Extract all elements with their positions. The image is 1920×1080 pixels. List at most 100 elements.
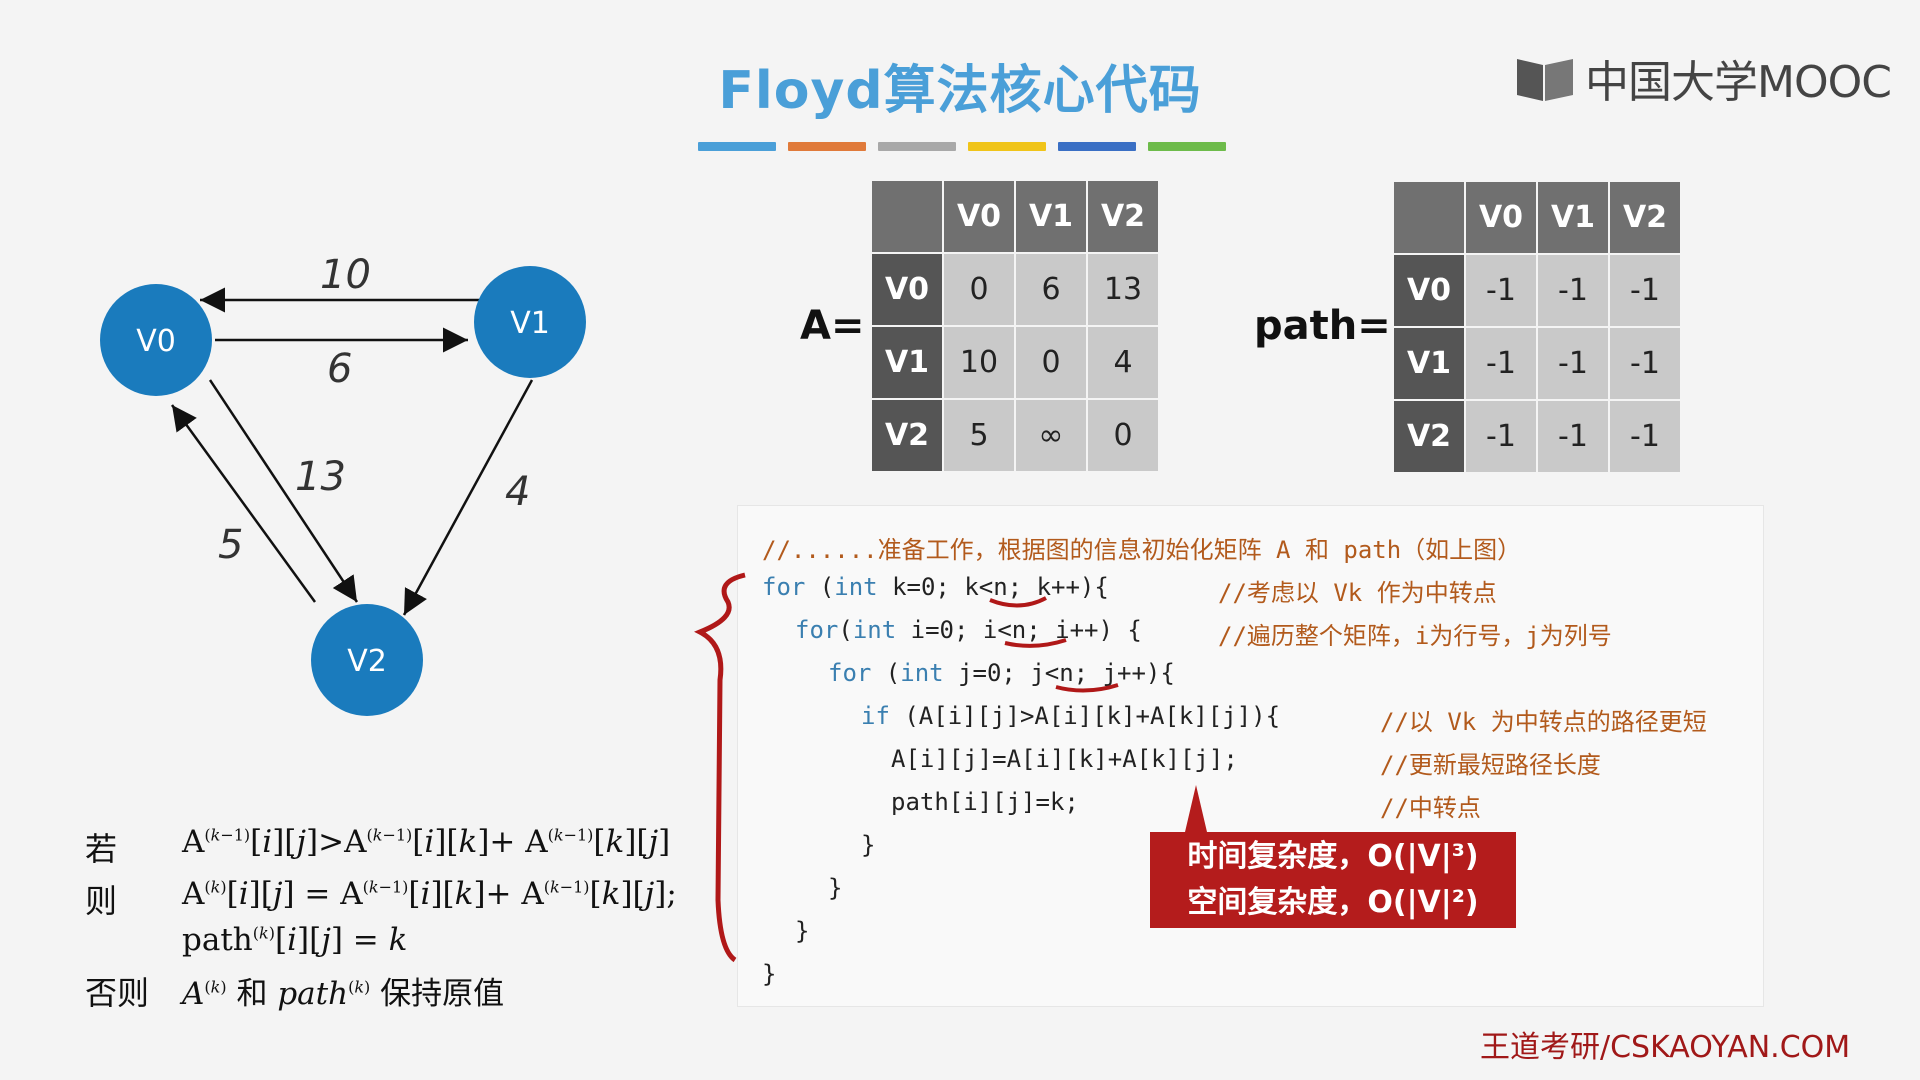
formula-else: A(k) 和 path(k) 保持原值 [182,976,505,1012]
matrix-a-table: V0 V1 V2 V0 0 6 13 V1 10 0 4 V2 5 ∞ 0 [870,179,1160,473]
code-keyword: int [900,659,944,687]
col-header: V2 [1608,180,1682,255]
logo-text: 中国大学MOOC [1585,57,1892,108]
col-header: V0 [1464,180,1538,255]
matrix-cell: -1 [1536,253,1610,328]
code-line-path: path[i][j]=k; [891,788,1079,816]
col-header: V1 [1536,180,1610,255]
row-header: V2 [870,398,944,473]
matrix-cell: 4 [1086,325,1160,400]
code-brace: } [762,960,777,988]
title-color-bar [1058,142,1136,151]
code-brace: } [861,831,876,859]
code-comment: //以 Vk 为中转点的路径更短 [1380,708,1707,736]
matrix-cell: -1 [1464,253,1538,328]
matrix-path-table: V0 V1 V2 V0 -1 -1 -1 V1 -1 -1 -1 V2 -1 -… [1392,180,1682,474]
matrix-cell: -1 [1536,326,1610,401]
node-label: V2 [347,644,387,679]
code-text: ( [805,573,835,601]
title-color-bar [1148,142,1226,151]
code-comment: //中转点 [1380,794,1481,822]
col-header: V0 [942,179,1016,254]
code-line-for-j: for (int j=0; j<n; j++){ [828,659,1175,687]
code-text: (A[i][j]>A[i][k]+A[k][j]){ [889,702,1281,730]
node-v0 [100,284,212,396]
code-text: k=0; k<n; k++){ [877,573,1109,601]
book-icon [1517,59,1573,101]
else-text: 保持原值 [380,976,505,1012]
code-text: j=0; j<n; j++){ [943,659,1175,687]
code-brace: } [795,917,810,945]
matrix-cell: -1 [1464,326,1538,401]
mooc-logo: 中国大学MOOC [1515,46,1892,110]
col-header: V2 [1086,179,1160,254]
matrix-a-label: A= [800,303,865,349]
title-color-bar [878,142,956,151]
code-line-prep: //......准备工作，根据图的信息初始化矩阵 A 和 path（如上图） [762,536,1522,564]
code-text: ( [871,659,901,687]
code-keyword: int [834,573,878,601]
else-label: 否则 [85,974,150,1012]
row-header: V1 [1392,326,1466,401]
matrix-corner [1392,180,1466,255]
edge-v0-v2 [208,379,359,603]
code-brace: } [828,874,843,902]
matrix-cell: 0 [942,252,1016,327]
edge-weight: 13 [295,454,346,500]
matrix-cell: -1 [1536,399,1610,474]
title-color-bar [968,142,1046,151]
code-keyword: if [861,702,890,730]
code-keyword: for [795,616,839,644]
edge-v2-v0 [170,404,317,603]
title-color-bar [698,142,776,151]
edge-weight: 10 [320,252,371,298]
matrix-cell: -1 [1608,326,1682,401]
code-text: i=0; i<n; i++) { [896,616,1142,644]
row-header: V1 [870,325,944,400]
edge-v1-v2 [402,379,534,616]
code-line-for-k: for (int k=0; k<n; k++){ [762,573,1109,601]
matrix-cell: ∞ [1014,398,1088,473]
then-label: 则 [85,882,118,920]
node-v2 [311,604,423,716]
space-complexity: 空间复杂度，O(|V|²) [1187,885,1479,920]
matrix-cell: 0 [1014,325,1088,400]
code-keyword: int [852,616,897,644]
code-keyword: for [828,659,872,687]
matrix-corner [870,179,944,254]
matrix-cell: -1 [1608,399,1682,474]
code-comment: //更新最短路径长度 [1380,751,1601,779]
row-header: V0 [1392,253,1466,328]
edge-weight: 5 [218,522,243,568]
matrix-cell: -1 [1608,253,1682,328]
graph-diagram: 10 6 13 4 5 V0 V1 V2 [100,252,586,716]
title-color-bar [788,142,866,151]
matrix-cell: 6 [1014,252,1088,327]
matrix-cell: 0 [1086,398,1160,473]
formula-update-path: path(k)[i][j] = k [182,922,408,958]
node-v1 [474,266,586,378]
if-label: 若 [85,830,118,868]
row-header: V2 [1392,399,1466,474]
node-label: V1 [510,306,550,341]
edge-weight: 6 [327,346,352,392]
matrix-path-label: path= [1254,303,1391,349]
col-header: V1 [1014,179,1088,254]
complexity-callout: 时间复杂度，O(|V|³) 空间复杂度，O(|V|²) [1150,832,1516,928]
matrix-cell: 10 [942,325,1016,400]
edge-weight: 4 [505,469,530,515]
formula-condition: A(k−1)[i][j]>A(k−1)[i][k]+ A(k−1)[k][j] [182,824,671,860]
code-line-for-i: for(int i=0; i<n; i++) { [795,616,1142,644]
matrix-cell: -1 [1464,399,1538,474]
matrix-cell: 5 [942,398,1016,473]
else-and: 和 [236,976,268,1012]
code-keyword: for [762,573,806,601]
formula-update-a: A(k)[i][j] = A(k−1)[i][k]+ A(k−1)[k][j]; [182,876,677,912]
code-text: ( [838,616,853,644]
code-line-if: if (A[i][j]>A[i][k]+A[k][j]){ [861,702,1280,730]
slide-title: Floyd算法核心代码 [718,61,1202,121]
matrix-cell: 13 [1086,252,1160,327]
time-complexity: 时间复杂度，O(|V|³) [1187,839,1479,874]
node-label: V0 [136,324,176,359]
